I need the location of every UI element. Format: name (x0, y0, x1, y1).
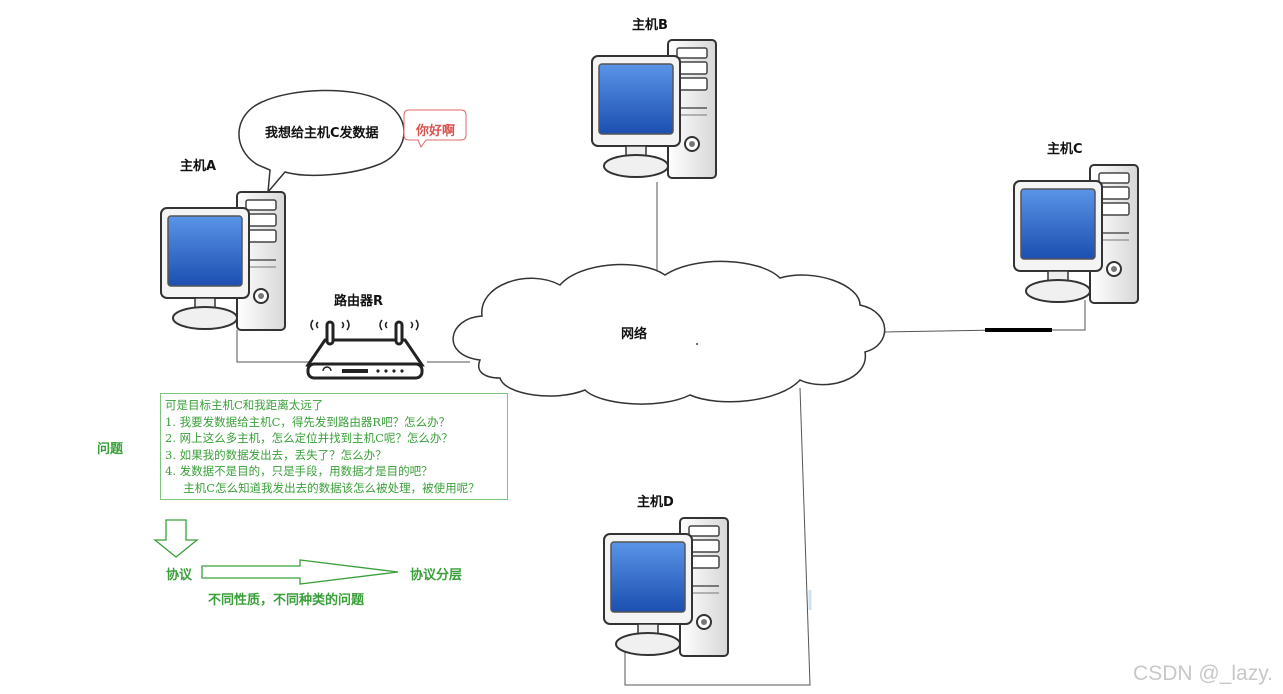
callout-text: 你好啊 (416, 124, 456, 139)
right-arrow-icon (201, 559, 399, 585)
callout-box (403, 109, 467, 149)
host-b-computer (591, 39, 717, 179)
question-header: 可是目标主机C和我距离太远了 (165, 398, 324, 412)
host-a-label: 主机A (180, 159, 217, 174)
host-b-label: 主机B (632, 18, 668, 33)
host-a-computer (160, 191, 286, 331)
router-icon (305, 319, 425, 380)
question-item: 4. 发数据不是目的，只是手段，用数据才是目的吧？ (165, 464, 433, 478)
question-label: 问题 (97, 442, 124, 457)
network-cloud (452, 260, 886, 405)
protocol-caption: 不同性质，不同种类的问题 (208, 593, 365, 608)
question-item: 1. 我要发数据给主机C，得先发到路由器R吧？怎么办？ (165, 414, 451, 429)
host-d-computer (603, 517, 729, 657)
speech-bubble-text: 我想给主机C发数据 (265, 126, 379, 141)
host-c-label: 主机C (1047, 142, 1083, 157)
question-item: 主机C怎么知道我发出去的数据该怎么被处理，被使用呢？ (165, 480, 480, 495)
down-arrow-icon (153, 519, 199, 558)
host-d-label: 主机D (637, 495, 674, 510)
speech-bubble (238, 89, 405, 195)
router-label: 路由器R (334, 294, 384, 309)
watermark: CSDN @_lazy. (1133, 662, 1273, 685)
question-item: 3. 如果我的数据发出去，丢失了？怎么办？ (165, 447, 387, 462)
protocol-layering-label: 协议分层 (410, 568, 463, 583)
question-box: 可是目标主机C和我距离太远了 1. 我要发数据给主机C，得先发到路由器R吧？怎么… (160, 393, 508, 500)
link-hostd-network (624, 387, 811, 686)
host-c-computer (1013, 164, 1139, 304)
link-hostc-network (879, 300, 1086, 333)
question-item: 2. 网上这么多主机，怎么定位并找到主机C呢？怎么办？ (165, 431, 453, 445)
link-hosta-router (236, 330, 310, 363)
network-label: 网络 (621, 327, 648, 342)
protocol-label: 协议 (166, 568, 193, 583)
